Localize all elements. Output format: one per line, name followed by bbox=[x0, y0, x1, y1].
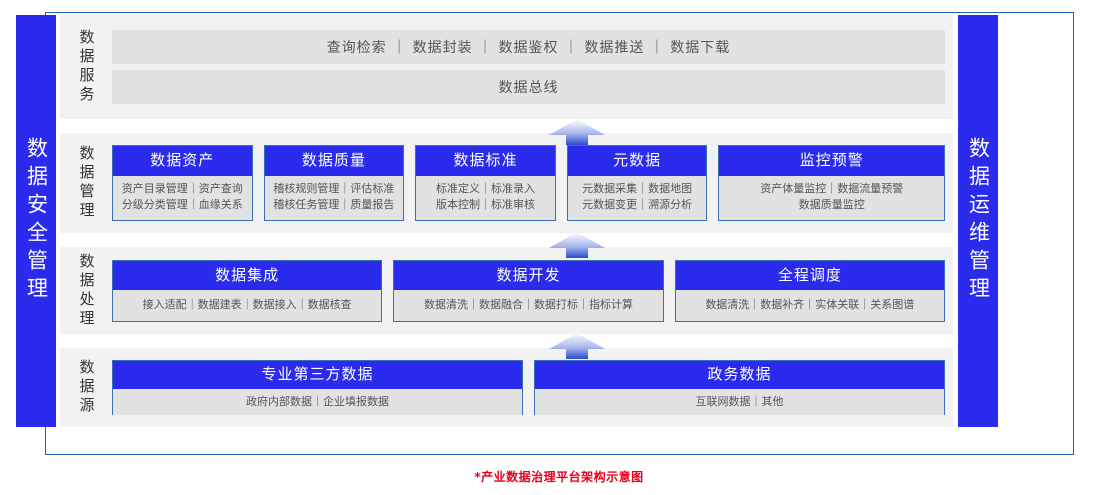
layer-data-processing: 数据处理 数据集成 接入适配｜数据建表｜数据接入｜数据核查 数据开发 数据清洗｜… bbox=[60, 247, 953, 334]
card-title: 专业第三方数据 bbox=[113, 361, 522, 389]
layer-label-data-service: 数据服务 bbox=[77, 29, 96, 105]
card-metadata[interactable]: 元数据 元数据采集｜数据地图 元数据变更｜溯源分析 bbox=[566, 145, 708, 221]
layer-data-service: 数据服务 查询检索 ｜ 数据封装 ｜ 数据鉴权 ｜ 数据推送 ｜ 数据下载 数据… bbox=[60, 15, 953, 119]
card-title: 数据标准 bbox=[416, 146, 555, 176]
card-body: 元数据采集｜数据地图 元数据变更｜溯源分析 bbox=[567, 175, 707, 220]
card-body: 标准定义｜标准录入 版本控制｜标准审核 bbox=[416, 175, 555, 220]
layer-label-data-processing: 数据处理 bbox=[77, 252, 96, 329]
card-body: 资产体量监控｜数据流量预警 数据质量监控 bbox=[719, 175, 944, 220]
layer-body-data-source: 专业第三方数据 政府内部数据｜企业填报数据 政务数据 互联网数据｜其他 bbox=[112, 348, 953, 427]
pillar-right-label: 数据运维管理 bbox=[966, 137, 991, 305]
card-title: 数据集成 bbox=[113, 260, 382, 290]
card-third-party-data[interactable]: 专业第三方数据 政府内部数据｜企业填报数据 bbox=[112, 360, 523, 416]
card-line: 稽核任务管理｜质量报告 bbox=[273, 198, 395, 212]
card-line: 资产体量监控｜数据流量预警 bbox=[760, 182, 904, 196]
card-monitoring-alert[interactable]: 监控预警 资产体量监控｜数据流量预警 数据质量监控 bbox=[718, 145, 945, 221]
layer-body-data-processing: 数据集成 接入适配｜数据建表｜数据接入｜数据核查 数据开发 数据清洗｜数据融合｜… bbox=[112, 247, 953, 334]
card-body: 数据清洗｜数据融合｜数据打标｜指标计算 bbox=[394, 290, 663, 321]
pillar-data-security-management: 数据安全管理 bbox=[16, 15, 56, 427]
card-line: 数据清洗｜数据融合｜数据打标｜指标计算 bbox=[423, 297, 633, 311]
card-line: 互联网数据｜其他 bbox=[695, 394, 784, 408]
card-body: 互联网数据｜其他 bbox=[535, 388, 944, 416]
card-title: 监控预警 bbox=[719, 146, 944, 176]
card-line: 资产目录管理｜资产查询 bbox=[121, 182, 243, 196]
card-line: 元数据变更｜溯源分析 bbox=[582, 198, 693, 212]
card-line: 稽核规则管理｜评估标准 bbox=[273, 182, 395, 196]
card-body: 稽核规则管理｜评估标准 稽核任务管理｜质量报告 bbox=[264, 175, 404, 220]
card-body: 政府内部数据｜企业填报数据 bbox=[113, 388, 522, 416]
card-data-development[interactable]: 数据开发 数据清洗｜数据融合｜数据打标｜指标计算 bbox=[393, 259, 664, 322]
card-data-standard[interactable]: 数据标准 标准定义｜标准录入 版本控制｜标准审核 bbox=[415, 145, 556, 221]
management-card-row: 数据资产 资产目录管理｜资产查询 分级分类管理｜血缘关系 数据质量 稽核规则管理… bbox=[112, 145, 945, 221]
layer-label-data-source: 数据源 bbox=[77, 359, 96, 416]
pillar-data-operations-management: 数据运维管理 bbox=[958, 15, 998, 427]
card-body: 接入适配｜数据建表｜数据接入｜数据核查 bbox=[113, 290, 382, 321]
processing-card-row: 数据集成 接入适配｜数据建表｜数据接入｜数据核查 数据开发 数据清洗｜数据融合｜… bbox=[112, 259, 945, 322]
source-card-row: 专业第三方数据 政府内部数据｜企业填报数据 政务数据 互联网数据｜其他 bbox=[112, 360, 945, 416]
layer-label-data-management: 数据管理 bbox=[77, 145, 96, 221]
card-government-data[interactable]: 政务数据 互联网数据｜其他 bbox=[534, 360, 945, 416]
card-full-process-scheduling[interactable]: 全程调度 数据清洗｜数据补齐｜实体关联｜关系图谱 bbox=[674, 259, 945, 322]
card-body: 数据清洗｜数据补齐｜实体关联｜关系图谱 bbox=[675, 290, 944, 321]
card-data-asset[interactable]: 数据资产 资产目录管理｜资产查询 分级分类管理｜血缘关系 bbox=[112, 145, 253, 221]
layer-body-data-management: 数据资产 资产目录管理｜资产查询 分级分类管理｜血缘关系 数据质量 稽核规则管理… bbox=[112, 133, 953, 233]
service-bar-list: 查询检索 ｜ 数据封装 ｜ 数据鉴权 ｜ 数据推送 ｜ 数据下载 数据总线 bbox=[112, 30, 945, 104]
card-title: 数据质量 bbox=[264, 146, 404, 176]
card-title: 数据资产 bbox=[113, 146, 252, 176]
card-line: 标准定义｜标准录入 bbox=[436, 182, 536, 196]
layer-data-management: 数据管理 数据资产 资产目录管理｜资产查询 分级分类管理｜血缘关系 数据质量 稽… bbox=[60, 133, 953, 233]
card-line: 版本控制｜标准审核 bbox=[436, 198, 536, 212]
card-title: 数据开发 bbox=[394, 260, 663, 290]
card-line: 政府内部数据｜企业填报数据 bbox=[246, 394, 389, 408]
architecture-layer-stack: 数据服务 查询检索 ｜ 数据封装 ｜ 数据鉴权 ｜ 数据推送 ｜ 数据下载 数据… bbox=[60, 15, 953, 427]
diagram-caption: *产业数据治理平台架构示意图 bbox=[474, 470, 644, 484]
card-body: 资产目录管理｜资产查询 分级分类管理｜血缘关系 bbox=[113, 175, 252, 220]
layer-data-source: 数据源 专业第三方数据 政府内部数据｜企业填报数据 政务数据 互联网数据｜其他 bbox=[60, 348, 953, 427]
card-line: 分级分类管理｜血缘关系 bbox=[121, 198, 243, 212]
service-bar[interactable]: 查询检索 ｜ 数据封装 ｜ 数据鉴权 ｜ 数据推送 ｜ 数据下载 bbox=[112, 30, 945, 64]
card-line: 数据清洗｜数据补齐｜实体关联｜关系图谱 bbox=[705, 297, 915, 311]
card-data-quality[interactable]: 数据质量 稽核规则管理｜评估标准 稽核任务管理｜质量报告 bbox=[263, 145, 405, 221]
card-line: 数据质量监控 bbox=[798, 198, 865, 212]
card-title: 元数据 bbox=[567, 146, 707, 176]
card-line: 元数据采集｜数据地图 bbox=[582, 182, 693, 196]
card-title: 全程调度 bbox=[675, 260, 944, 290]
layer-body-data-service: 查询检索 ｜ 数据封装 ｜ 数据鉴权 ｜ 数据推送 ｜ 数据下载 数据总线 bbox=[112, 15, 953, 119]
card-title: 政务数据 bbox=[535, 361, 944, 389]
card-data-integration[interactable]: 数据集成 接入适配｜数据建表｜数据接入｜数据核查 bbox=[112, 259, 383, 322]
service-bar[interactable]: 数据总线 bbox=[112, 70, 945, 104]
pillar-left-label: 数据安全管理 bbox=[24, 137, 49, 305]
card-line: 接入适配｜数据建表｜数据接入｜数据核查 bbox=[142, 297, 352, 311]
